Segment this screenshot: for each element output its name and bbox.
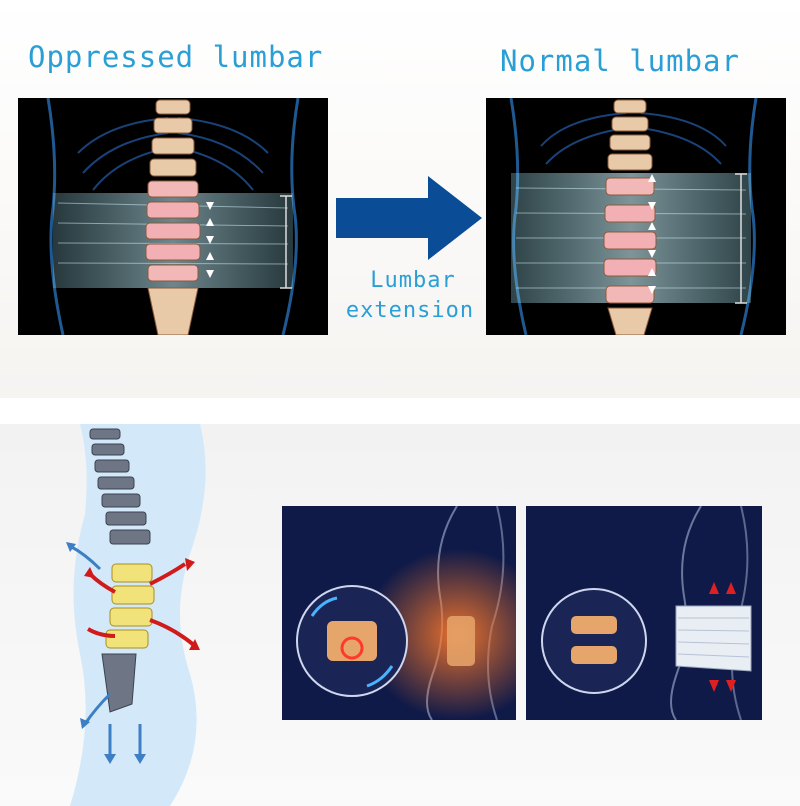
oppressed-lumbar-heading: Oppressed lumbar [28, 40, 324, 74]
belt-support-scene-image [526, 506, 762, 720]
right-arrow-icon [336, 176, 482, 260]
compressed-disc-scene-image [282, 506, 516, 720]
normal-lumbar-xray-image [486, 98, 786, 335]
lumbar-caption-line1: Lumbar [370, 268, 456, 293]
spine-pressure-illustration [40, 424, 240, 806]
lumbar-caption-line2: extension [345, 298, 475, 323]
oppressed-lumbar-xray-image [18, 98, 328, 335]
normal-lumbar-heading: Normal lumbar [500, 44, 740, 78]
